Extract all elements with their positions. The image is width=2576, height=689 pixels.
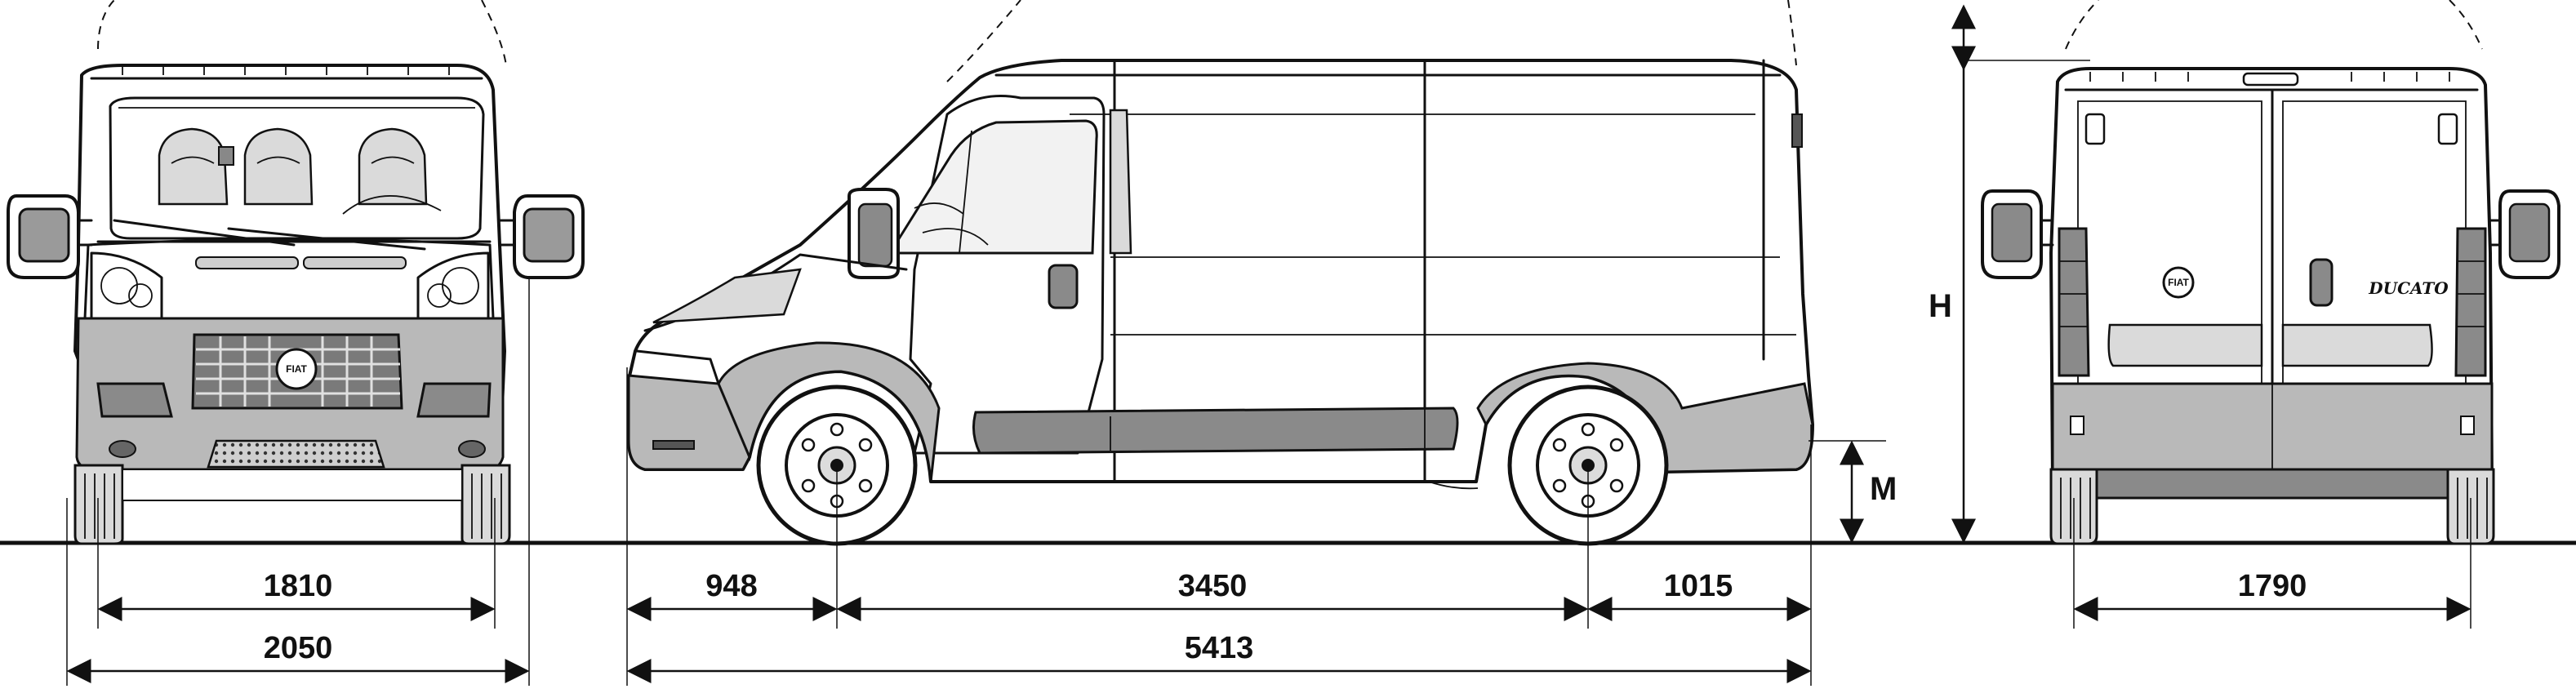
front-badge xyxy=(275,348,318,390)
rear-view: FIAT DUCATO xyxy=(1981,0,2560,545)
dim-rear-overhang: 1015 xyxy=(1664,569,1733,603)
front-dimensions: 1810 2050 xyxy=(66,278,530,686)
dim-front-overhang: 948 xyxy=(705,569,757,603)
label-ground-clearance: M xyxy=(1870,471,1897,507)
side-dimensions: 948 3450 1015 5413 M H xyxy=(626,4,2090,686)
dim-rear-track: 1790 xyxy=(2238,569,2307,603)
rear-badge xyxy=(2162,266,2195,299)
dim-wheelbase: 3450 xyxy=(1178,569,1248,603)
rear-dimensions: 1790 xyxy=(2073,498,2471,629)
rear-badge-text: FIAT xyxy=(2168,277,2189,288)
dim-overall-length: 5413 xyxy=(1185,631,1254,665)
front-badge-text: FIAT xyxy=(286,363,307,375)
label-height: H xyxy=(1929,288,1952,324)
dim-front-track: 1810 xyxy=(264,569,333,603)
dim-front-overall-width: 2050 xyxy=(264,631,333,665)
rear-model-script: DUCATO xyxy=(2368,278,2449,298)
front-view: FIAT xyxy=(7,0,585,545)
side-view xyxy=(627,0,1814,546)
